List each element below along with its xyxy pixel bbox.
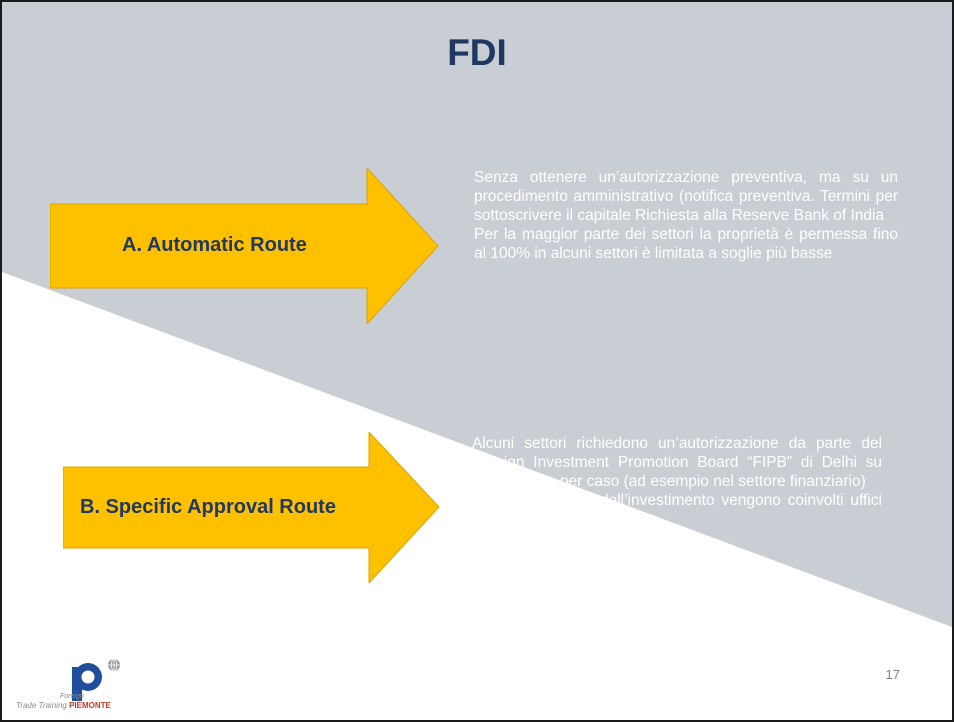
arrow-automatic-route [50,168,439,324]
specific-approval-route-text-1: Alcuni settori richiedono un’autorizzazi… [472,435,882,490]
page-number: 17 [885,667,900,682]
specific-approval-route-text-2: In base al valore dell’investimento veng… [472,492,882,528]
logo-p-icon [72,658,120,701]
slide-title: FDI [447,32,507,73]
automatic-route-description: Senza ottenere un’autorizzazione prevent… [474,168,898,263]
foreign-trade-training-piemonte-logo: Foreign Trade Training PIEMONTE [4,657,124,719]
automatic-route-text-1: Senza ottenere un’autorizzazione prevent… [474,169,898,224]
specific-approval-route-label: B. Specific Approval Route [80,496,336,518]
logo-foreign-text: Foreign [60,693,84,700]
logo-piemonte-text: PIEMONTE [69,701,111,710]
logo-brand-text: Trade Training PIEMONTE [16,701,111,710]
automatic-route-label: A. Automatic Route [122,234,307,256]
logo-trade-training-text: Trade Training [16,701,67,710]
specific-approval-route-description: Alcuni settori richiedono un’autorizzazi… [472,434,882,529]
arrow-specific-approval-route [63,432,440,583]
automatic-route-text-2: Per la maggior parte dei settori la prop… [474,226,898,262]
